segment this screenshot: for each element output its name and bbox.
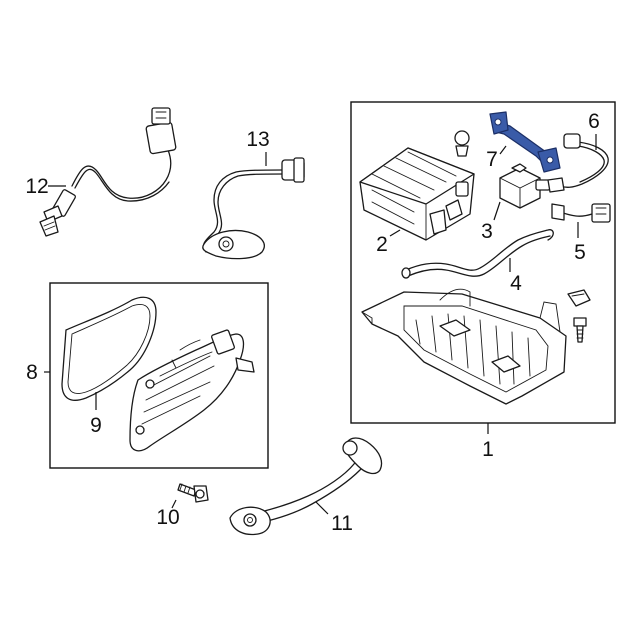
callout-7: 7 bbox=[486, 148, 498, 171]
callout-10: 10 bbox=[156, 506, 179, 529]
callout-3: 3 bbox=[481, 220, 493, 243]
callout-6: 6 bbox=[588, 110, 600, 133]
leader-lines bbox=[44, 134, 597, 515]
tray-bolt bbox=[573, 317, 587, 343]
part-8-cover-assembly bbox=[61, 296, 255, 452]
part-6-wiring-harness bbox=[547, 133, 609, 193]
callout-5: 5 bbox=[574, 241, 586, 264]
part-1-canister-tray bbox=[361, 288, 567, 405]
callout-13: 13 bbox=[246, 128, 269, 151]
part-7-highlighted-bracket bbox=[489, 111, 561, 173]
callout-12: 12 bbox=[25, 175, 48, 198]
evap-assembly-group-box bbox=[350, 101, 616, 424]
part-13-sensor-harness bbox=[202, 157, 305, 260]
part-5-sensor bbox=[551, 203, 611, 223]
callout-1: 1 bbox=[482, 438, 494, 461]
part-4-vapor-tube bbox=[401, 229, 554, 279]
callout-11: 11 bbox=[331, 512, 353, 535]
callout-2: 2 bbox=[376, 233, 388, 256]
part-3-vent-valve bbox=[499, 163, 551, 209]
callout-9: 9 bbox=[90, 414, 102, 437]
clip-fastener bbox=[567, 289, 591, 307]
part-12-oxygen-sensor bbox=[39, 107, 177, 237]
push-pin-fastener bbox=[454, 130, 470, 157]
callout-8: 8 bbox=[26, 361, 38, 384]
part-11-vapor-hose bbox=[229, 437, 383, 536]
part-2-charcoal-canister bbox=[359, 147, 475, 241]
part-9-gasket bbox=[61, 296, 157, 401]
part-10-bolt bbox=[177, 483, 209, 503]
callout-4: 4 bbox=[510, 272, 522, 295]
cover-group-box bbox=[49, 282, 269, 469]
